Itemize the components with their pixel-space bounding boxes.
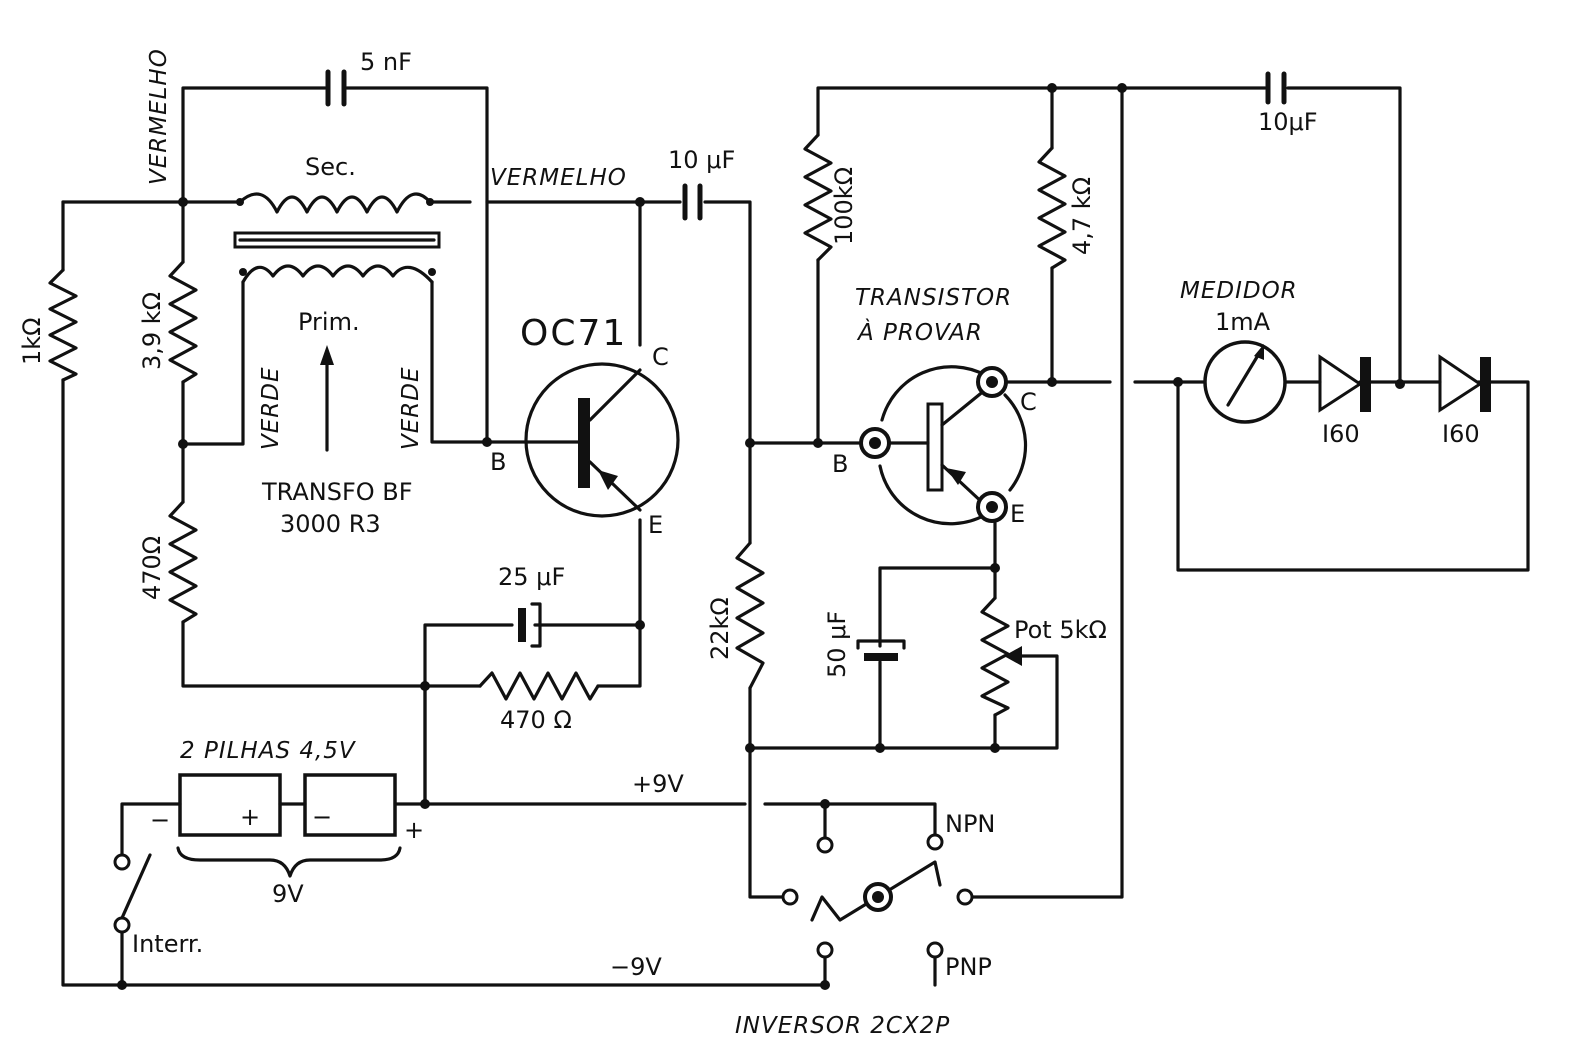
label-diode-1: I60 [1322, 420, 1360, 448]
switches [113, 833, 974, 959]
interr-contact-bottom [113, 916, 131, 934]
label-interr: Interr. [132, 930, 203, 958]
label-pnp: PNP [945, 953, 992, 981]
label-470-left: 470Ω [138, 536, 166, 600]
label-diode-2: I60 [1442, 420, 1480, 448]
transistor-under-test [859, 365, 1028, 526]
meter-and-diodes [1203, 340, 1491, 424]
transistor-oc71 [523, 362, 680, 518]
label-transfo-model: 3000 R3 [280, 510, 381, 538]
battery-pack [176, 773, 402, 878]
resistor-470-left [168, 500, 198, 624]
label-medidor: MEDIDOR [1180, 278, 1298, 304]
label-battery-plus: + [404, 816, 424, 844]
label-oc71-c: C [652, 343, 669, 371]
resistor-100k [803, 133, 833, 262]
label-npn: NPN [945, 810, 995, 838]
label-test-b: B [832, 450, 848, 478]
label-cell-plus: + [240, 803, 260, 831]
label-22k: 22kΩ [706, 597, 734, 660]
meter-1ma [1203, 340, 1287, 424]
label-10uf-a: 10 μF [668, 146, 735, 174]
label-100k: 100kΩ [830, 167, 858, 245]
junctions [117, 83, 1405, 990]
transformer-core [233, 231, 441, 249]
label-prim: Prim. [298, 308, 360, 336]
transformer [233, 192, 441, 452]
potentiometer-5k [980, 596, 1010, 717]
battery-brace [176, 846, 402, 878]
label-sec: Sec. [305, 153, 356, 181]
diode-1 [1318, 354, 1363, 413]
capacitors [325, 69, 1287, 661]
label-oc71-e: E [648, 511, 663, 539]
label-5nf: 5 nF [360, 48, 412, 76]
resistor-22k [735, 541, 765, 690]
label-vermelho-mid: VERMELHO [490, 165, 627, 191]
pot-wiper-arrow [1004, 646, 1022, 666]
battery-cell-2 [303, 773, 397, 837]
label-10uf-b: 10μF [1258, 108, 1318, 136]
label-test-c: C [1020, 388, 1037, 416]
label-verde-right: VERDE [398, 367, 424, 451]
transformer-secondary-coil [238, 192, 432, 214]
label-plus-rail: +9V [632, 770, 684, 798]
label-vermelho-top: VERMELHO [146, 48, 172, 185]
label-4k7: 4,7 kΩ [1068, 177, 1096, 255]
label-minus-rail: −9V [610, 953, 662, 981]
resistor-470-bottom [478, 671, 600, 701]
diode-2 [1438, 354, 1483, 413]
label-pot: Pot 5kΩ [1014, 616, 1107, 644]
transformer-primary-coil [241, 264, 434, 284]
label-battery: 2 PILHAS 4,5V [180, 738, 357, 764]
cap-50uf-plate-a [864, 653, 898, 661]
label-test-transistor-2: À PROVAR [856, 318, 983, 346]
battery-cell-1 [178, 773, 282, 837]
label-1k: 1kΩ [18, 317, 46, 365]
resistor-1k [48, 268, 78, 382]
label-3k9: 3,9 kΩ [138, 292, 166, 370]
resistor-4k7 [1037, 146, 1067, 270]
label-1ma: 1mA [1215, 308, 1271, 336]
cap-25uf-plate-b [530, 602, 542, 648]
label-battery-minus: − [150, 806, 170, 834]
label-inversor: INVERSOR 2CX2P [735, 1013, 950, 1039]
label-test-e: E [1010, 500, 1025, 528]
label-25uf: 25 μF [498, 563, 565, 591]
labels: VERMELHO 5 nF Sec. VERMELHO 10 μF Prim. … [18, 48, 1480, 1039]
label-9v: 9V [272, 880, 304, 908]
label-transfo: TRANSFO BF [261, 478, 413, 506]
label-oc71: OC71 [520, 313, 627, 354]
resistors [48, 133, 1067, 717]
label-cell-minus: − [312, 803, 332, 831]
resistor-3k9 [168, 260, 198, 384]
label-470-bottom: 470 Ω [500, 706, 572, 734]
label-verde-left: VERDE [258, 367, 284, 451]
label-oc71-b: B [490, 448, 506, 476]
cap-50uf-plate-b [856, 639, 906, 650]
label-50uf: 50 μF [823, 611, 851, 678]
cap-25uf-plate-a [518, 608, 526, 642]
interr-contact-top [113, 853, 131, 871]
label-test-transistor-1: TRANSISTOR [855, 285, 1012, 311]
